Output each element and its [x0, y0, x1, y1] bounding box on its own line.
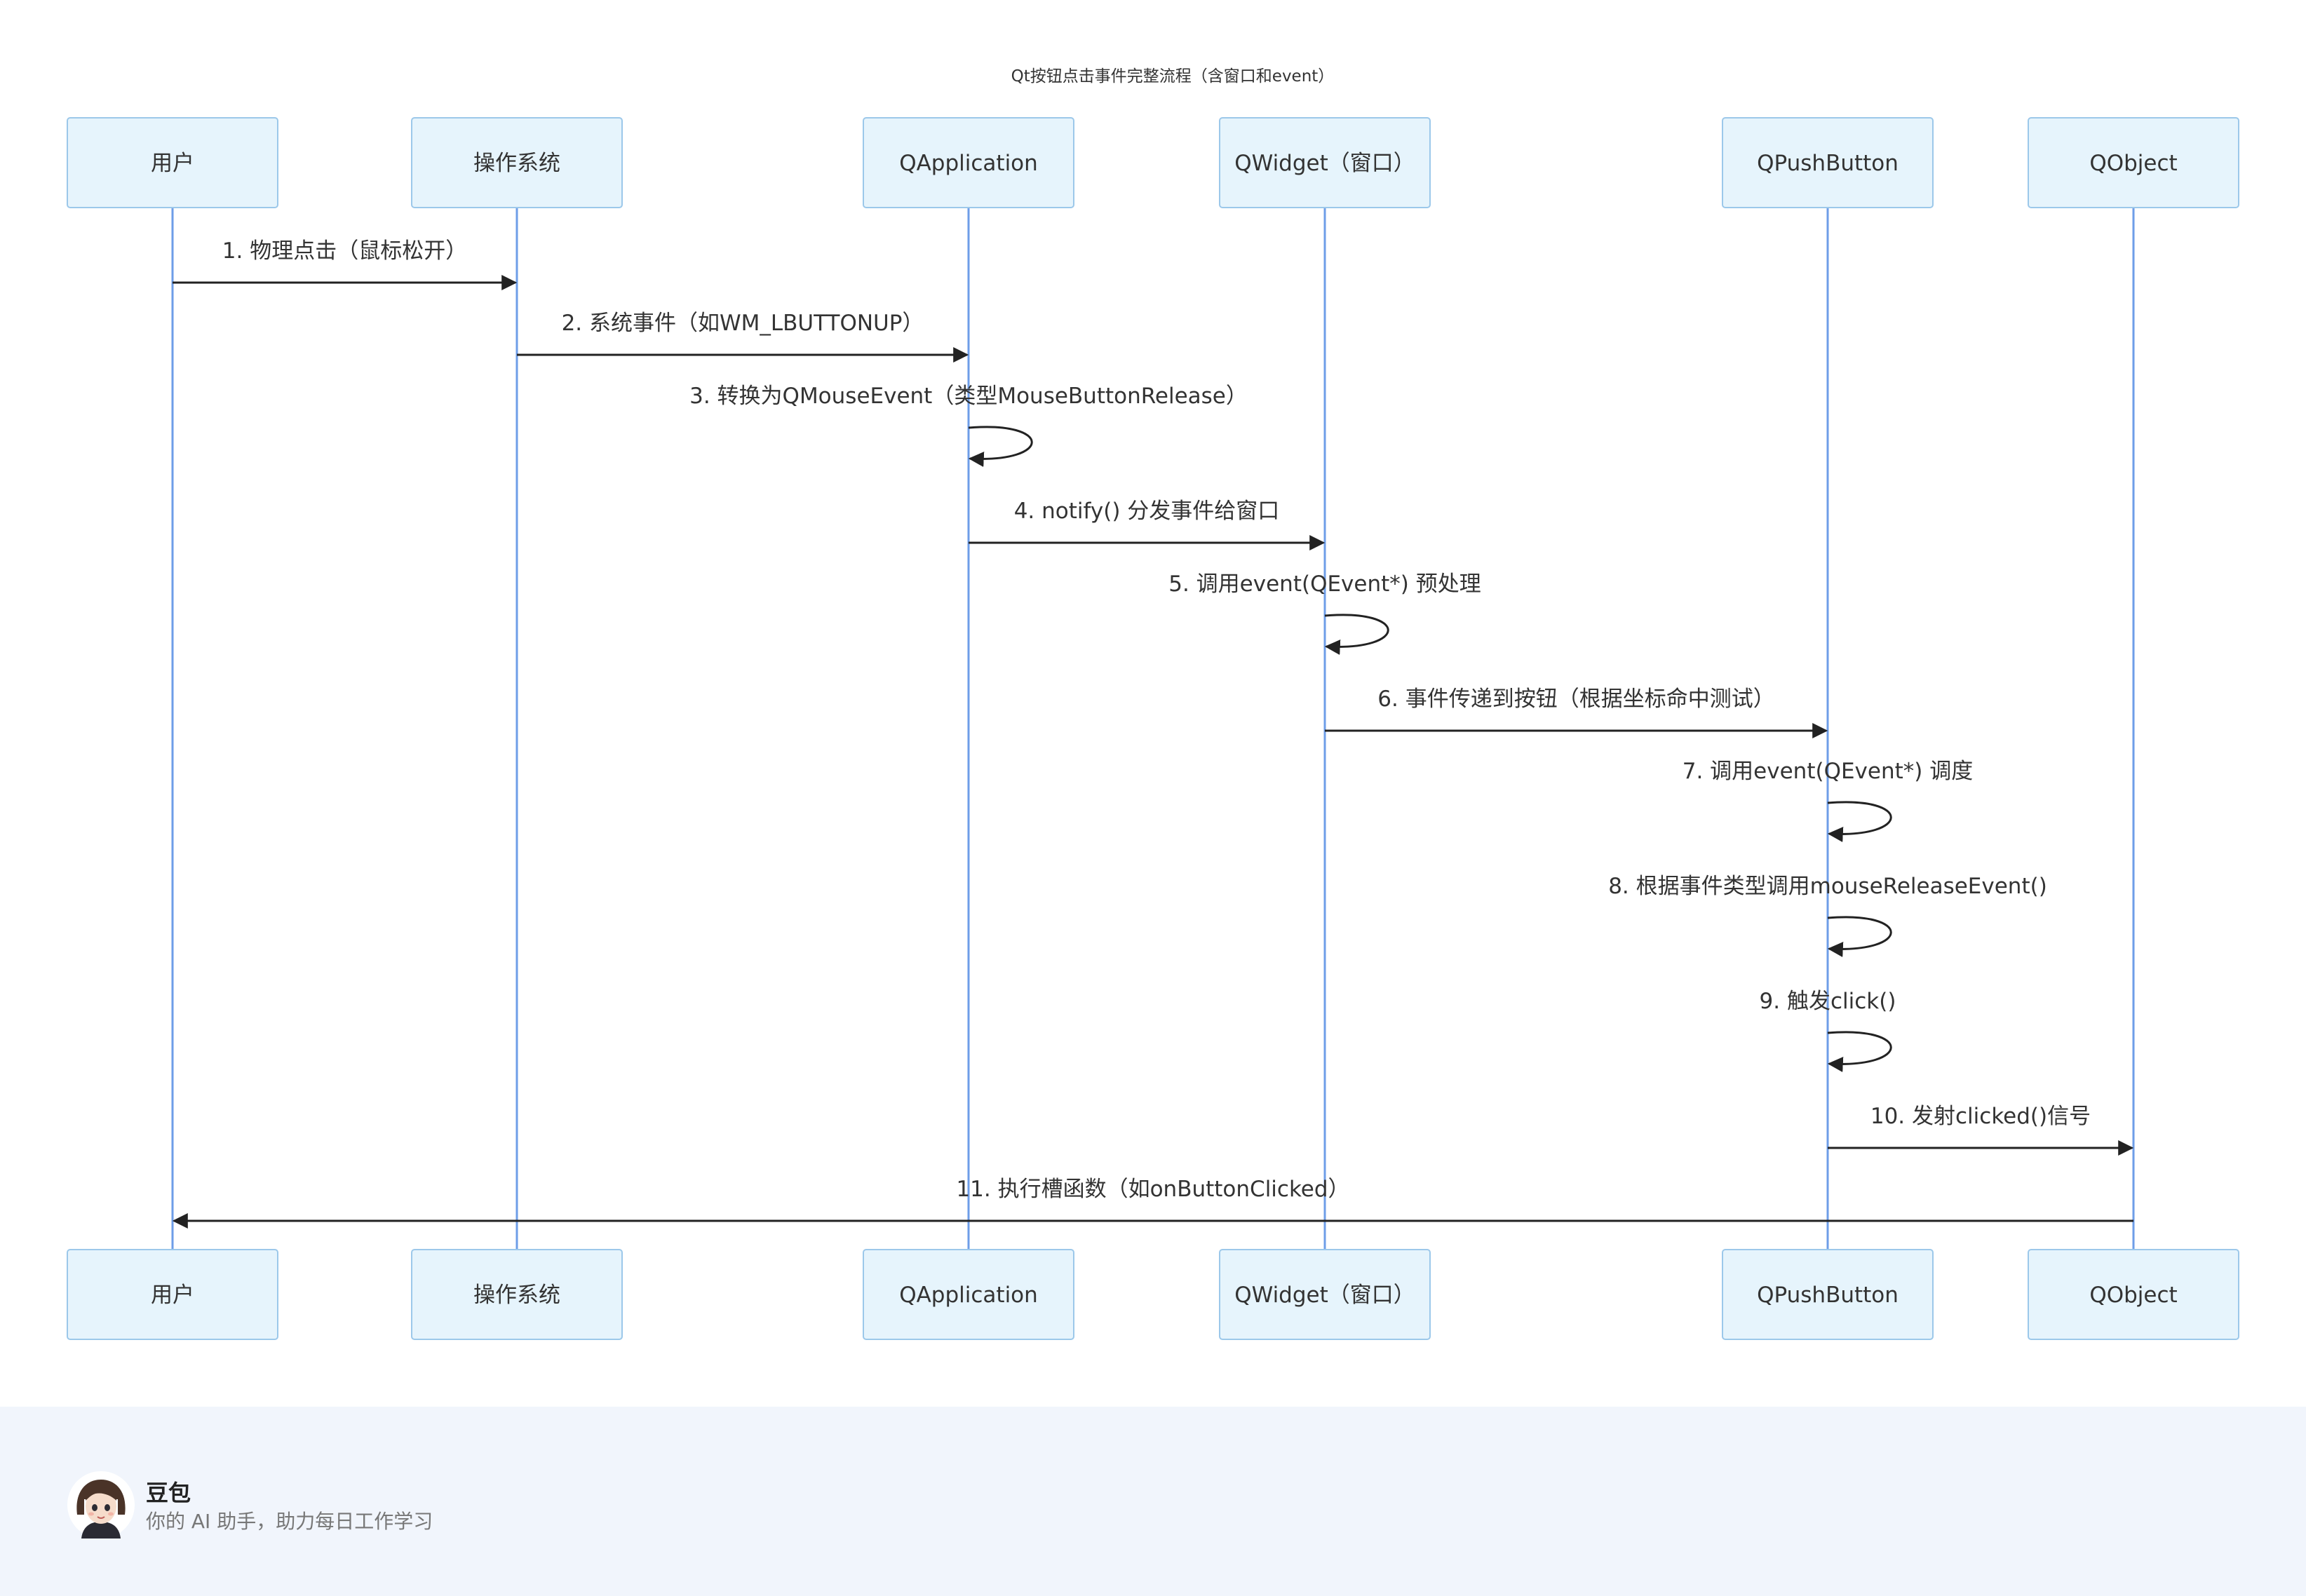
message-label: 1. 物理点击（鼠标松开）	[222, 238, 467, 264]
actor-qobject-bottom: QObject	[2028, 1249, 2239, 1340]
actor-label: QWidget（窗口）	[1234, 1283, 1415, 1308]
assistant-avatar-icon	[67, 1471, 135, 1538]
message-label: 6. 事件传递到按钮（根据坐标命中测试）	[1377, 687, 1774, 712]
message-label: 9. 触发click()	[1760, 989, 1896, 1014]
actor-qpush-top: QPushButton	[1722, 117, 1934, 208]
actor-qapp-top: QApplication	[863, 117, 1074, 208]
actor-box	[67, 117, 278, 208]
actor-qobject-top: QObject	[2028, 117, 2239, 208]
actor-label: QObject	[2089, 1283, 2177, 1308]
actor-user-top: 用户	[67, 117, 278, 208]
actor-label: QObject	[2089, 151, 2177, 176]
actor-label: 操作系统	[473, 151, 560, 176]
self-message-arrow	[1827, 801, 1892, 842]
self-message-arrow	[1827, 916, 1892, 957]
message-label: 2. 系统事件（如WM_LBUTTONUP）	[562, 311, 924, 336]
message-label: 10. 发射clicked()信号	[1870, 1104, 2091, 1129]
message-2: 2. 系统事件（如WM_LBUTTONUP）	[517, 311, 969, 363]
message-1: 1. 物理点击（鼠标松开）	[173, 238, 518, 290]
message-6: 6. 事件传递到按钮（根据坐标命中测试）	[1325, 687, 1828, 738]
message-7: 7. 调用event(QEvent*) 调度	[1683, 759, 1973, 842]
actor-box	[1219, 1249, 1431, 1340]
self-message-arrow	[1324, 614, 1389, 655]
actor-box	[2028, 117, 2239, 208]
message-5: 5. 调用event(QEvent*) 预处理	[1168, 572, 1481, 655]
actor-os-top: 操作系统	[411, 117, 623, 208]
message-4: 4. notify() 分发事件给窗口	[969, 499, 1326, 550]
actor-label: 操作系统	[473, 1283, 560, 1308]
message-9: 9. 触发click()	[1760, 989, 1896, 1072]
message-label: 4. notify() 分发事件给窗口	[1014, 499, 1280, 524]
message-10: 10. 发射clicked()信号	[1828, 1104, 2134, 1156]
brand-name: 豆包	[146, 1480, 191, 1506]
message-label: 7. 调用event(QEvent*) 调度	[1683, 759, 1973, 784]
message-8: 8. 根据事件类型调用mouseReleaseEvent()	[1608, 874, 2047, 957]
message-label: 8. 根据事件类型调用mouseReleaseEvent()	[1608, 874, 2047, 899]
brand-tagline: 你的 AI 助手，助力每日工作学习	[146, 1510, 433, 1533]
actor-qapp-bottom: QApplication	[863, 1249, 1074, 1340]
actor-label: 用户	[151, 151, 194, 176]
diagram-title: Qt按钮点击事件完整流程（含窗口和event）	[1011, 67, 1335, 86]
footer-bar: 豆包 你的 AI 助手，助力每日工作学习	[0, 1407, 2306, 1596]
actor-box	[1219, 117, 1431, 208]
actor-box	[1722, 1249, 1934, 1340]
self-message-arrow	[1827, 1031, 1892, 1072]
actor-box	[2028, 1249, 2239, 1340]
actor-box	[863, 1249, 1074, 1340]
actor-label: QPushButton	[1757, 151, 1899, 176]
actor-label: QPushButton	[1757, 1283, 1899, 1308]
actor-box	[411, 117, 623, 208]
actor-qwidget-bottom: QWidget（窗口）	[1219, 1249, 1431, 1340]
message-label: 3. 转换为QMouseEvent（类型MouseButtonRelease）	[689, 384, 1248, 409]
message-label: 11. 执行槽函数（如onButtonClicked）	[956, 1177, 1349, 1202]
actor-user-bottom: 用户	[67, 1249, 278, 1340]
actor-qpush-bottom: QPushButton	[1722, 1249, 1934, 1340]
message-11: 11. 执行槽函数（如onButtonClicked）	[172, 1177, 2133, 1229]
actor-label: QApplication	[899, 1283, 1038, 1308]
message-3: 3. 转换为QMouseEvent（类型MouseButtonRelease）	[689, 384, 1248, 467]
actor-label: QWidget（窗口）	[1234, 151, 1415, 176]
actor-box	[411, 1249, 623, 1340]
actor-label: QApplication	[899, 151, 1038, 176]
actor-box	[863, 117, 1074, 208]
message-label: 5. 调用event(QEvent*) 预处理	[1168, 572, 1481, 597]
actor-os-bottom: 操作系统	[411, 1249, 623, 1340]
self-message-arrow	[968, 426, 1033, 467]
actor-box	[1722, 117, 1934, 208]
actor-box	[67, 1249, 278, 1340]
actor-label: 用户	[151, 1283, 194, 1308]
actor-qwidget-top: QWidget（窗口）	[1219, 117, 1431, 208]
